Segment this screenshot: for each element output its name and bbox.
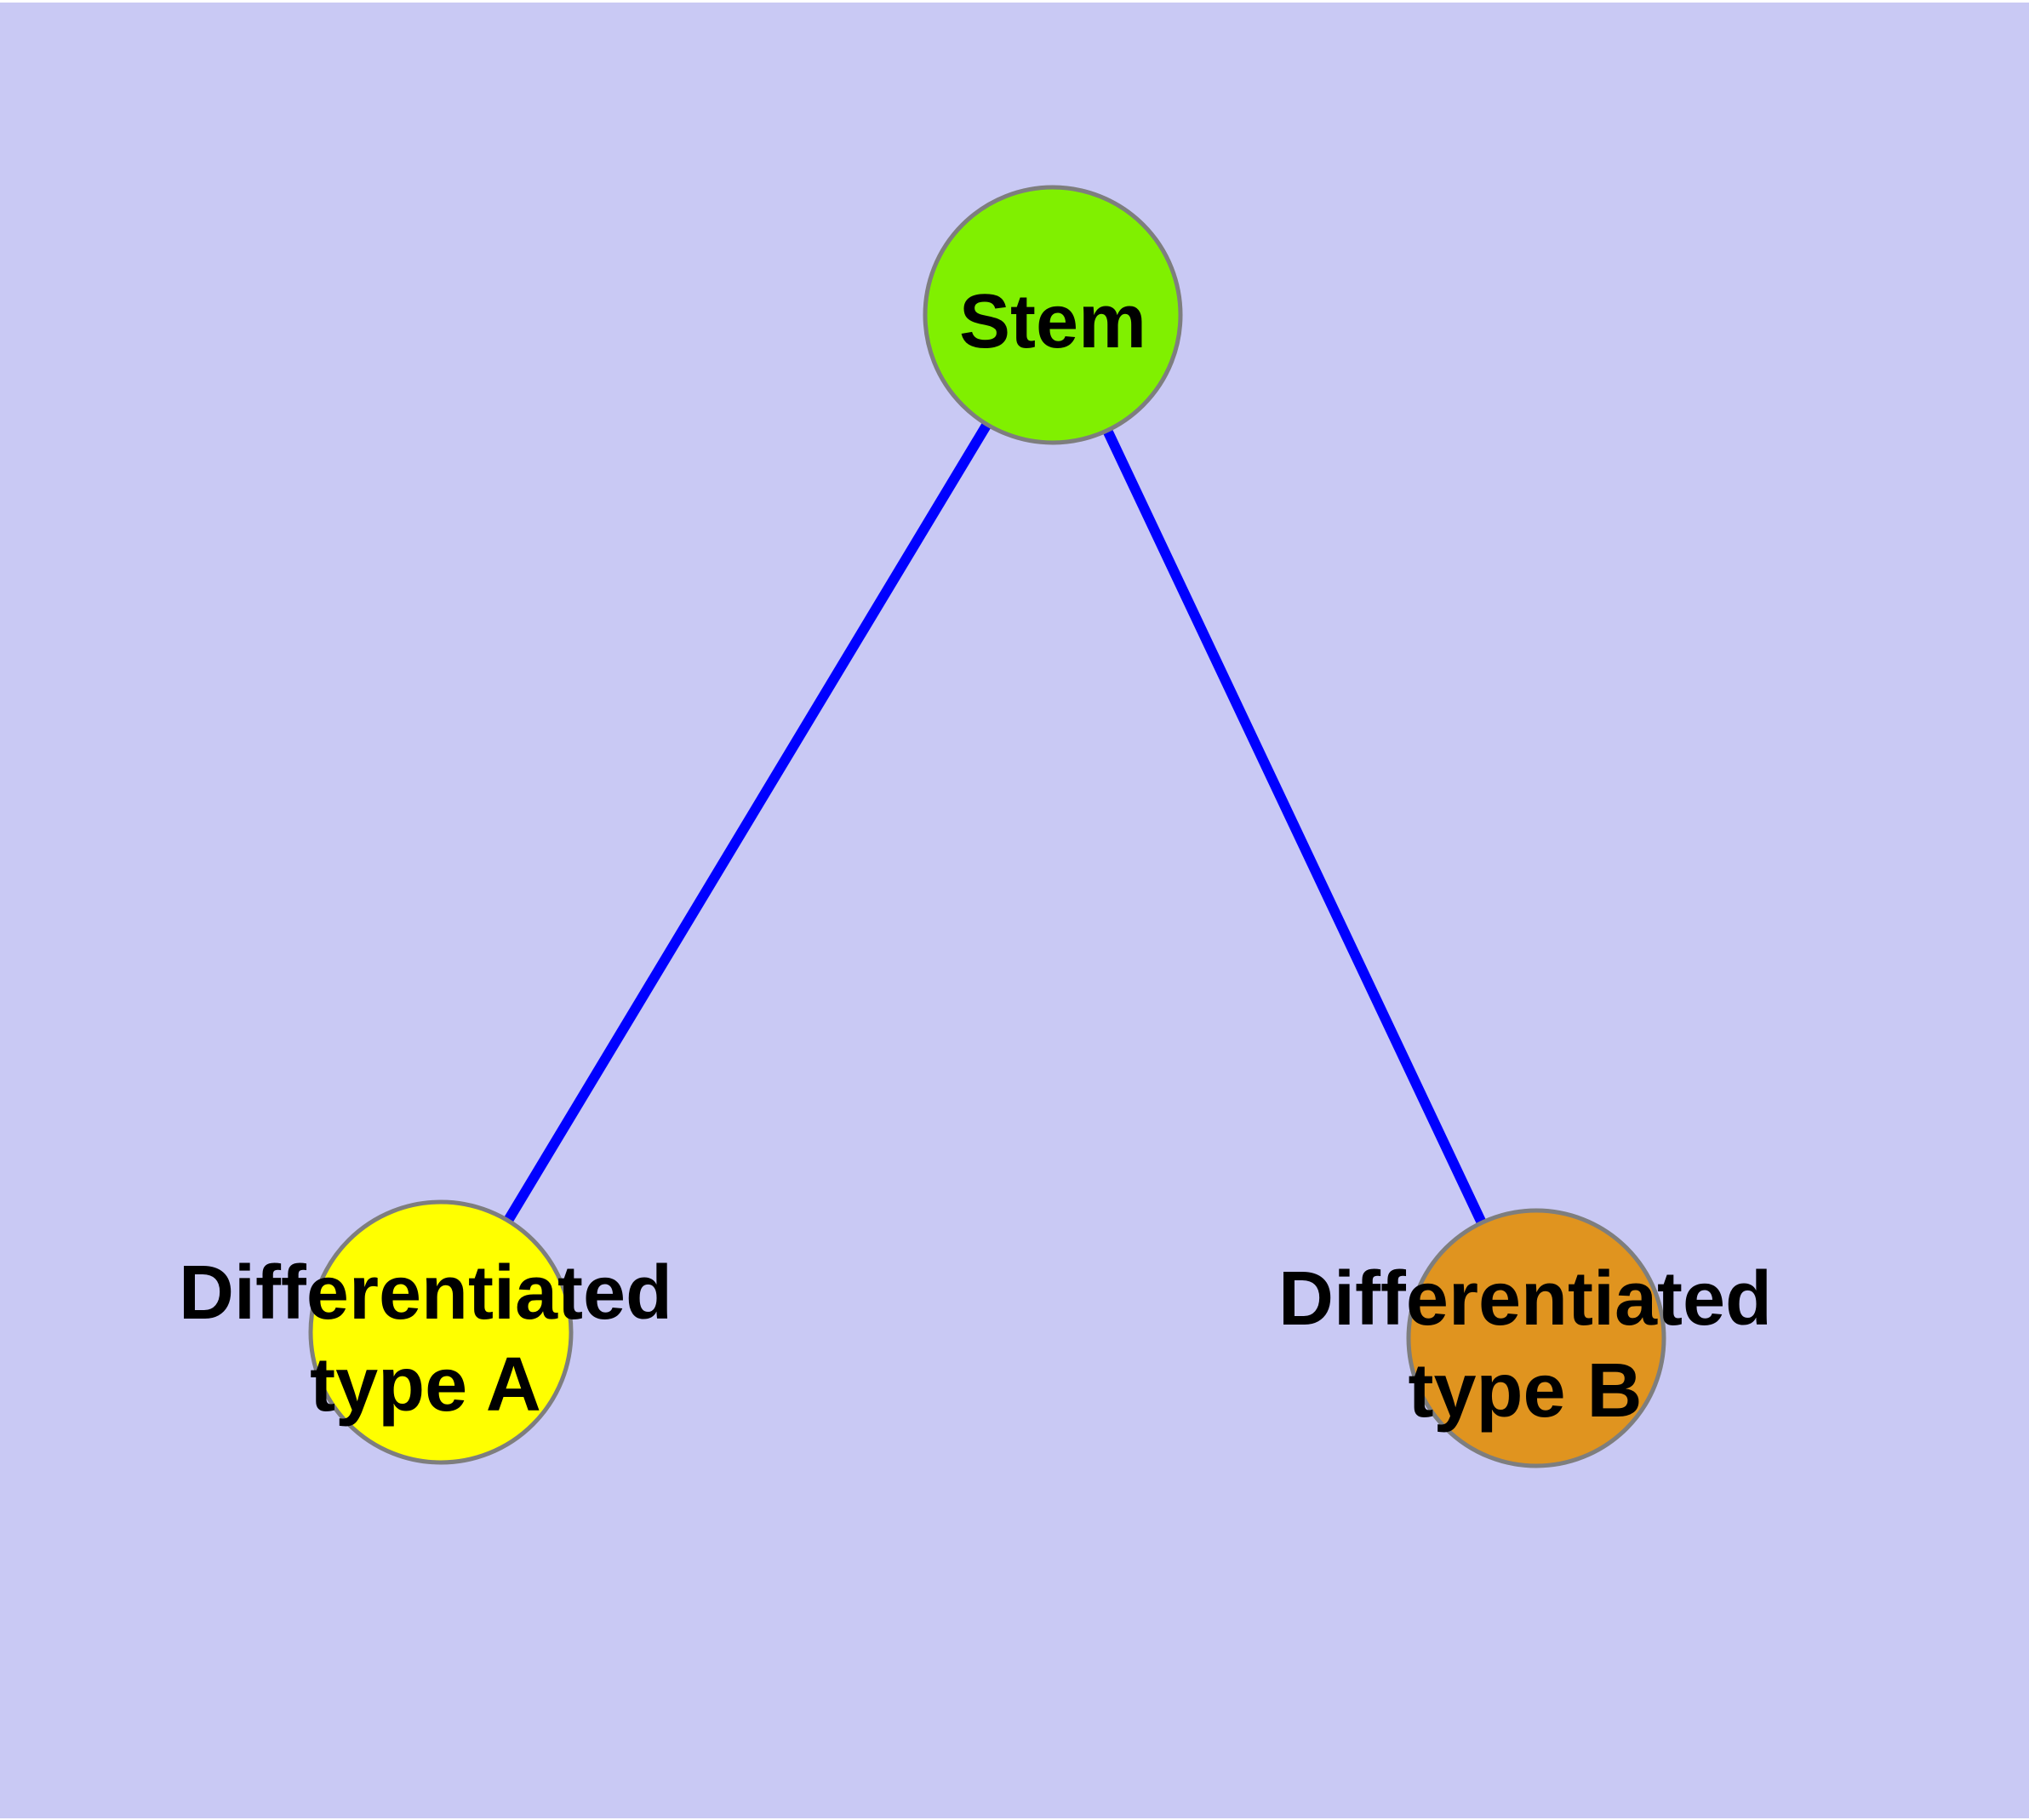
differentiated-type-b-node-label-line-2: type B	[1408, 1348, 1642, 1434]
bottom-border-strip	[0, 1818, 2029, 1820]
differentiated-type-b-node-label-line-1: Differentiated	[1278, 1256, 1772, 1342]
edge-stem-to-type-b	[1048, 312, 1541, 1341]
stem-cell-node-label-line-1: Stem	[959, 279, 1146, 364]
top-border-strip	[0, 0, 2029, 3]
stem-cell-node-circle	[923, 185, 1183, 445]
differentiated-type-a-node-label-line-2: type A	[310, 1342, 541, 1428]
differentiated-type-a-node-label-line-1: Differentiated	[179, 1251, 672, 1336]
edges-layer	[436, 312, 1541, 1341]
differentiated-type-a-node-circle	[308, 1199, 574, 1465]
differentiated-type-b-node-circle	[1406, 1208, 1666, 1468]
nodes-layer	[308, 185, 1666, 1468]
edge-stem-to-type-a	[436, 312, 1058, 1336]
